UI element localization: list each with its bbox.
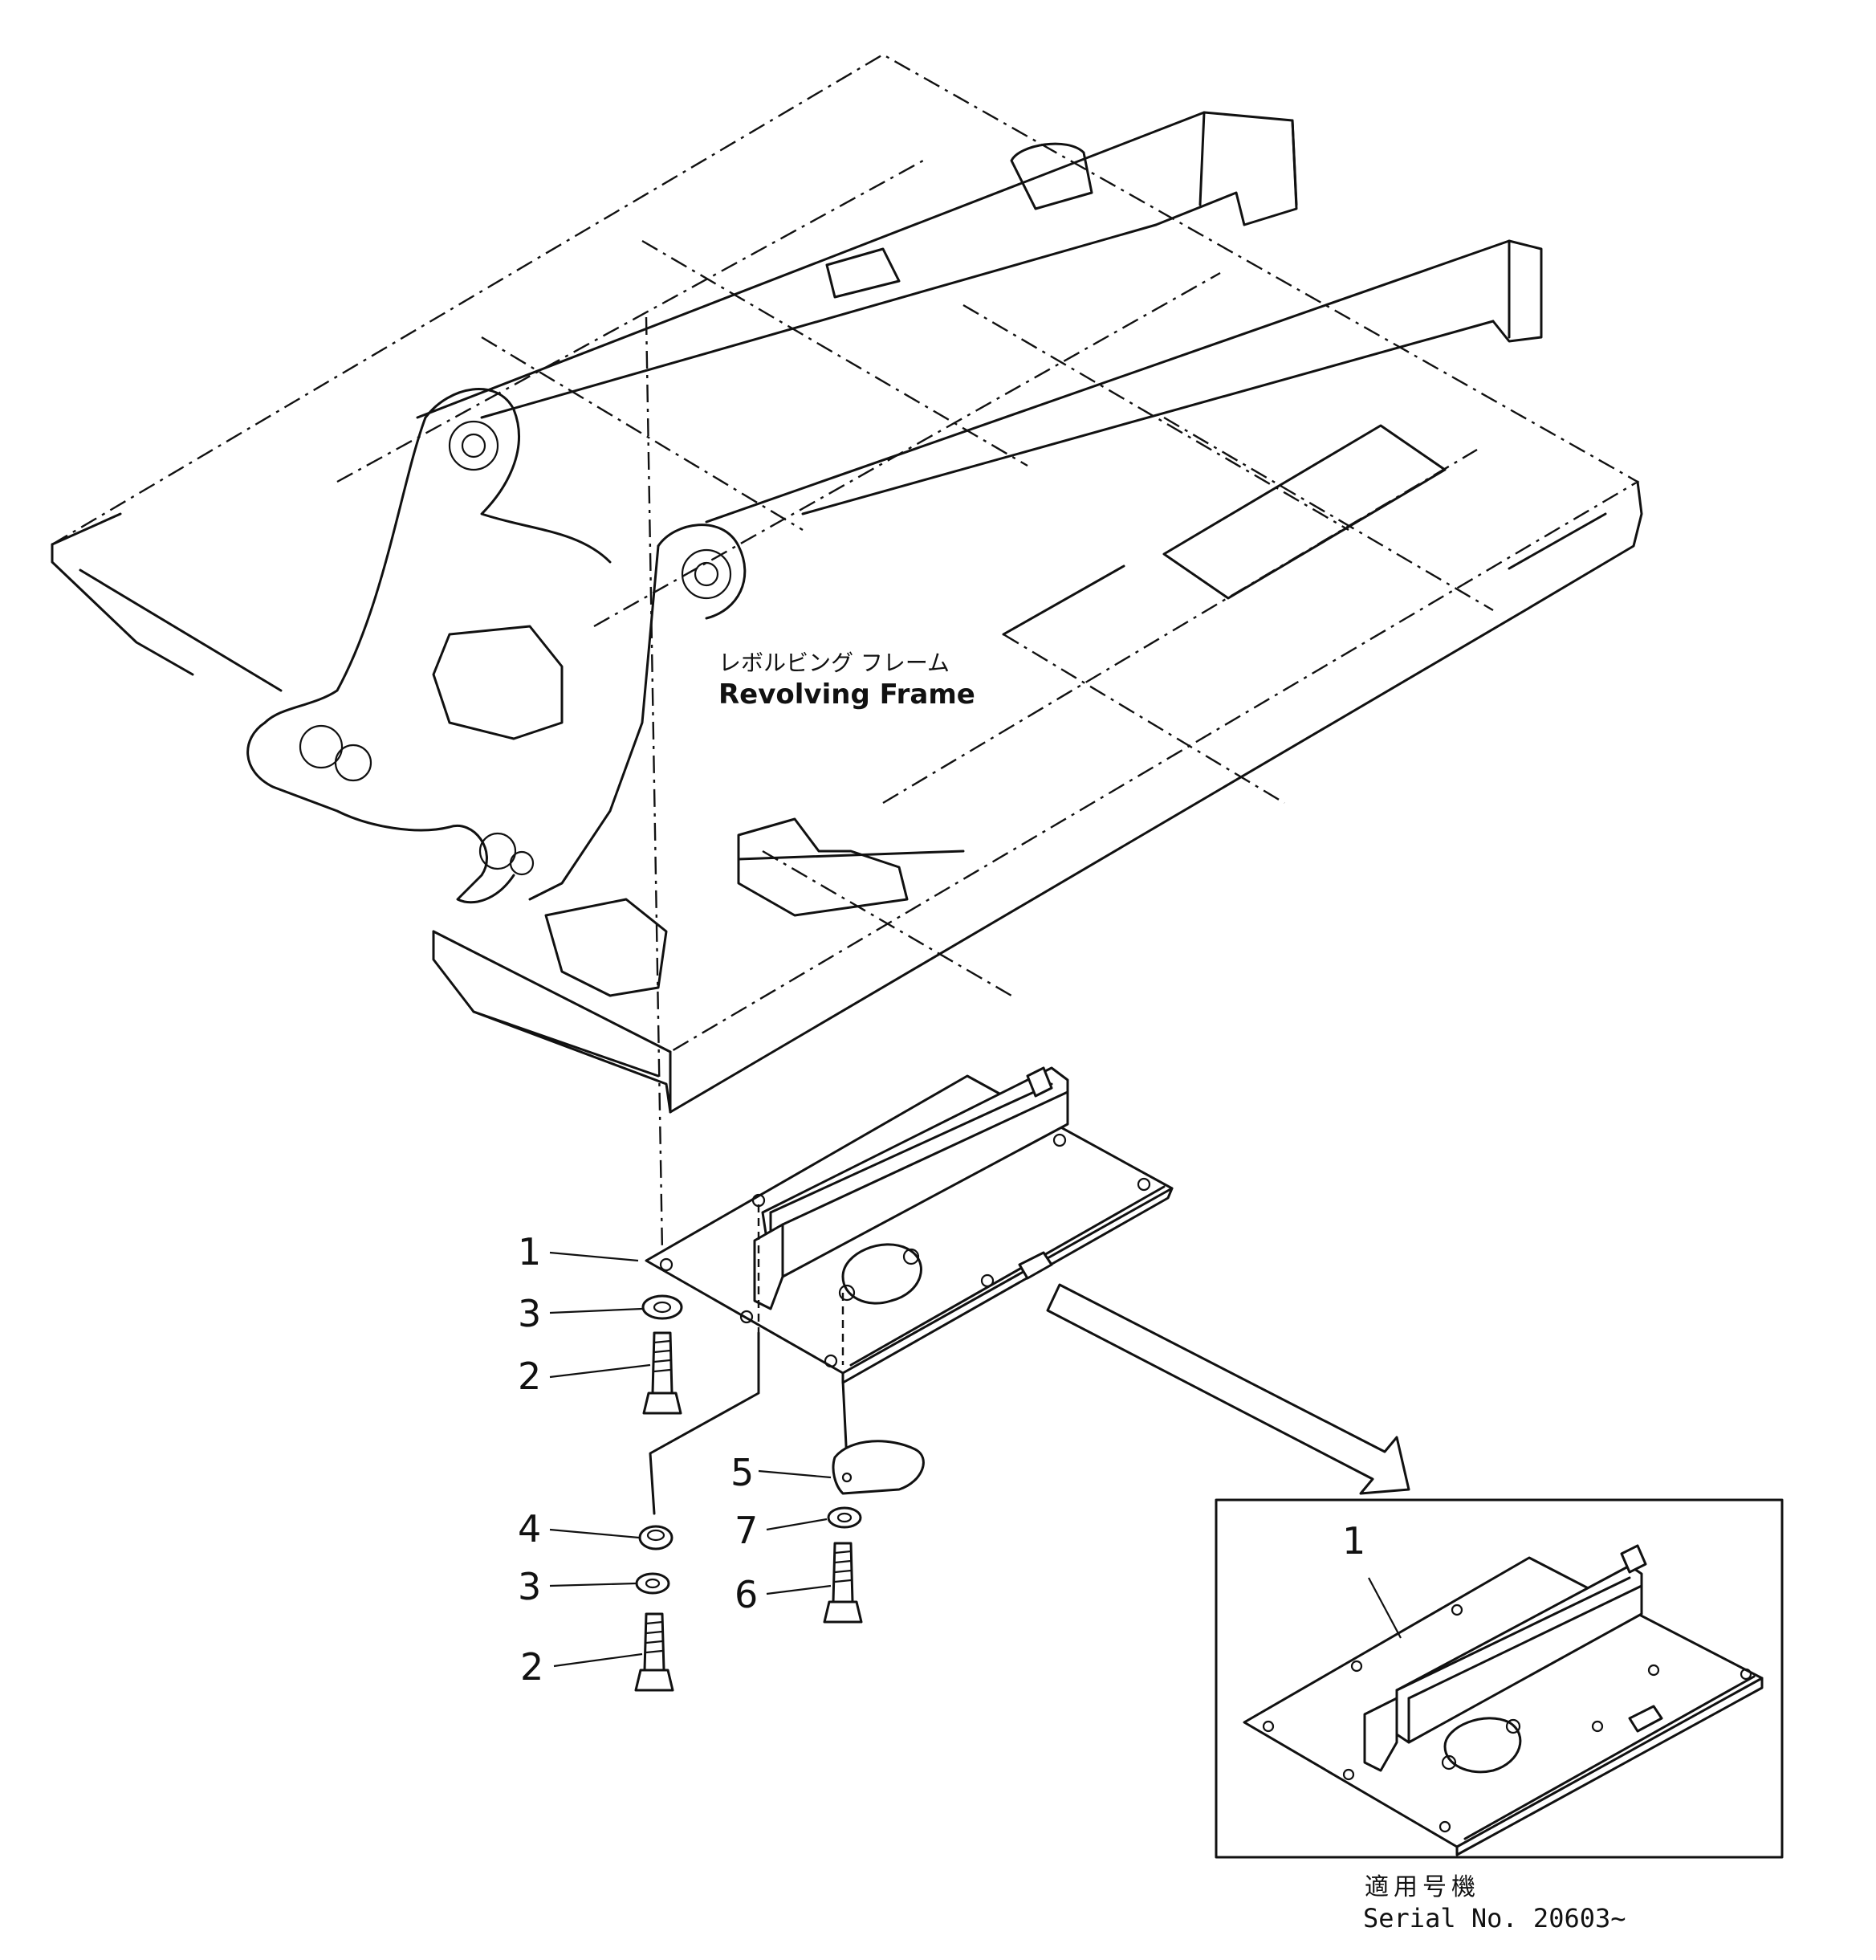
washer-3b (635, 1572, 670, 1595)
callout-2b: 2 (520, 1645, 543, 1689)
plate-assembly (645, 1066, 1174, 1384)
leader-4 (649, 1331, 760, 1515)
frame-label-en: Revolving Frame (718, 678, 975, 711)
callout-2a: 2 (518, 1355, 541, 1398)
callout-3a: 3 (518, 1292, 541, 1335)
callout-leaders (549, 1251, 832, 1668)
cover-5 (832, 1440, 925, 1495)
bolt-2b (634, 1612, 674, 1692)
callout-1b: 1 (1342, 1519, 1365, 1563)
callout-5: 5 (730, 1451, 754, 1494)
bolt-2a (642, 1331, 682, 1415)
revolving-frame-drawing (51, 53, 1643, 1114)
bolt-6 (823, 1542, 863, 1624)
callout-7: 7 (735, 1509, 758, 1552)
callout-3b: 3 (518, 1565, 541, 1608)
detail-arrow (1046, 1283, 1410, 1495)
nut-4 (638, 1525, 673, 1550)
serial-label-en: Serial No. 20603~ (1363, 1903, 1626, 1934)
centerline (645, 316, 664, 1253)
serial-label-jp: 適用号機 (1365, 1873, 1480, 1901)
frame-label-jp: レボルビング フレーム (718, 650, 950, 676)
detail-box (1215, 1498, 1784, 1859)
callout-1: 1 (518, 1230, 541, 1273)
callout-4: 4 (518, 1507, 541, 1550)
washer-3a (641, 1294, 683, 1320)
washer-7 (827, 1506, 862, 1529)
callout-6: 6 (735, 1573, 758, 1616)
